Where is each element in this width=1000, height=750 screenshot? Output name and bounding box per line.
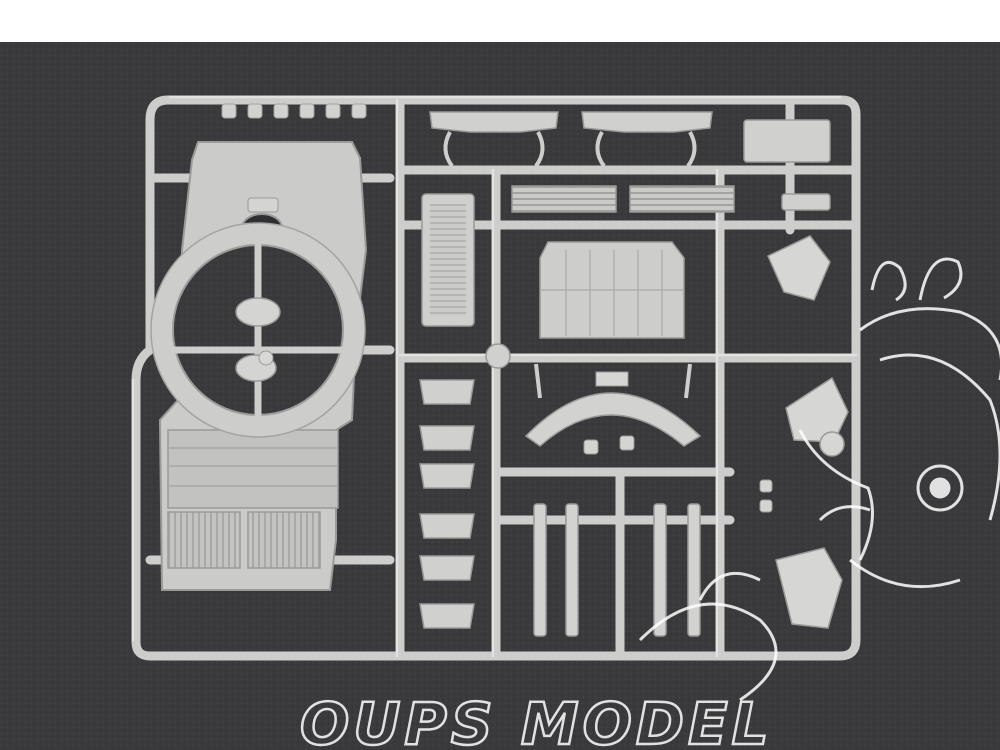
arch-runners <box>534 363 692 399</box>
sprue-frame-highlight <box>131 95 858 658</box>
vertical-rod-parts <box>533 503 701 637</box>
engine-deck-plate <box>539 241 685 339</box>
top-white-strip <box>0 0 1000 42</box>
turret-ring-part <box>150 222 366 438</box>
top-gate-stubs <box>221 103 367 119</box>
sprue-hub <box>485 343 511 369</box>
watermark-mascot <box>638 257 1000 702</box>
small-brackets <box>583 435 773 513</box>
grille-strips <box>511 185 735 213</box>
right-angled-parts <box>767 235 849 629</box>
top-row-runners <box>443 131 697 168</box>
arch-part <box>524 371 702 447</box>
tall-side-panel <box>421 193 475 327</box>
top-row-parts <box>429 111 831 211</box>
watermark-text: OUPS MODEL <box>300 690 773 750</box>
stacked-small-plates <box>419 379 475 629</box>
